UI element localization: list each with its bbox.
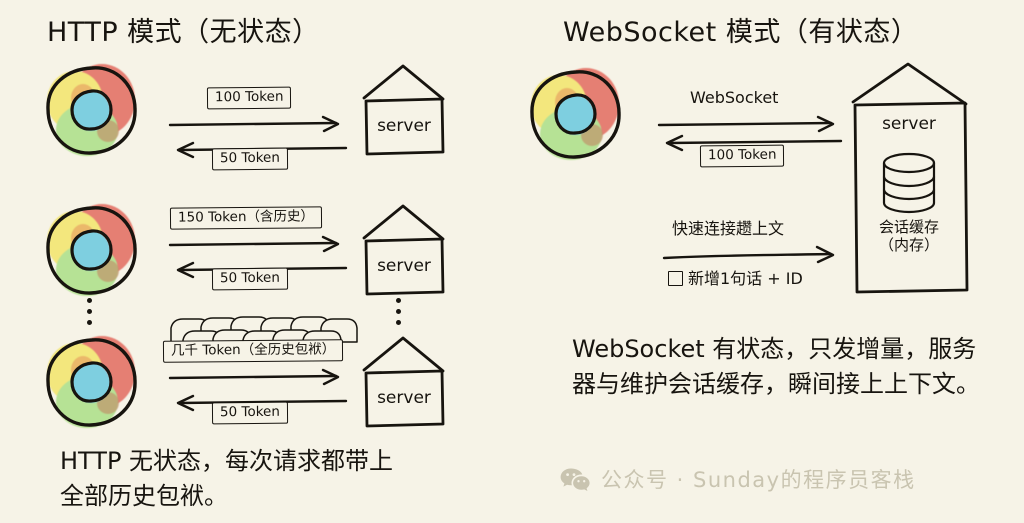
chrome-outline-ws (530, 70, 621, 159)
watermark-text: 公众号 · Sunday的程序员客栈 (601, 468, 916, 492)
browser-icon-row3 (40, 330, 142, 432)
chrome-outline-row1 (46, 66, 137, 155)
server-house-row3: server (358, 332, 450, 432)
arrow-pair-websocket (657, 115, 843, 152)
server-house-row2: server (358, 200, 450, 300)
wechat-icon (560, 467, 590, 492)
server-house-shape-row1 (362, 64, 445, 156)
websocket-connection-label: WebSocket (690, 88, 779, 107)
response-tag-row3: 50 Token (211, 401, 288, 425)
incremental-payload-label: 新增1句话 + ID (688, 269, 803, 288)
left-panel-title: HTTP 模式（无状态） (47, 17, 320, 48)
incremental-payload-row: 新增1句话 + ID (668, 265, 803, 289)
left-panel-summary: HTTP 无状态，每次请求都带上 全部历史包袱。 (60, 447, 394, 510)
checkbox-icon (668, 271, 683, 286)
ellipsis-server-column (396, 298, 401, 325)
chrome-outline-row3 (46, 338, 137, 427)
server-box-shape (851, 62, 969, 294)
server-house-shape-row3 (362, 336, 445, 428)
ellipsis-browser-column (87, 298, 92, 325)
fast-connect-label: 快速连接趱上文 (672, 219, 785, 238)
browser-icon-row1 (40, 58, 142, 160)
chrome-outline-row2 (46, 206, 137, 295)
server-house-row1: server (358, 60, 450, 160)
right-panel-summary: WebSocket 有状态，只发增量，服务 器与维护会话缓存，瞬间接上上下文。 (572, 335, 980, 398)
browser-icon-row2 (40, 198, 142, 300)
websocket-first-payload-tag: 100 Token (699, 144, 785, 168)
request-tag-row2: 150 Token（含历史） (169, 206, 323, 230)
server-house-shape-row2 (362, 204, 445, 296)
right-panel-title: WebSocket 模式（有状态） (563, 17, 919, 48)
chrome-blob-row1 (47, 64, 135, 156)
response-tag-row2: 50 Token (211, 267, 288, 291)
server-box-websocket: server 会话缓存 （内存） (845, 58, 973, 296)
watermark: 公众号 · Sunday的程序员客栈 (560, 464, 916, 494)
arrow-fast-connect (662, 245, 835, 264)
browser-icon-ws (524, 62, 626, 164)
response-tag-row1: 50 Token (211, 147, 288, 171)
request-tag-row3: 几千 Token（全历史包袱） (162, 339, 344, 363)
session-cache-caption: 会话缓存 （内存） (878, 218, 939, 254)
request-tag-row1: 100 Token (206, 86, 292, 110)
